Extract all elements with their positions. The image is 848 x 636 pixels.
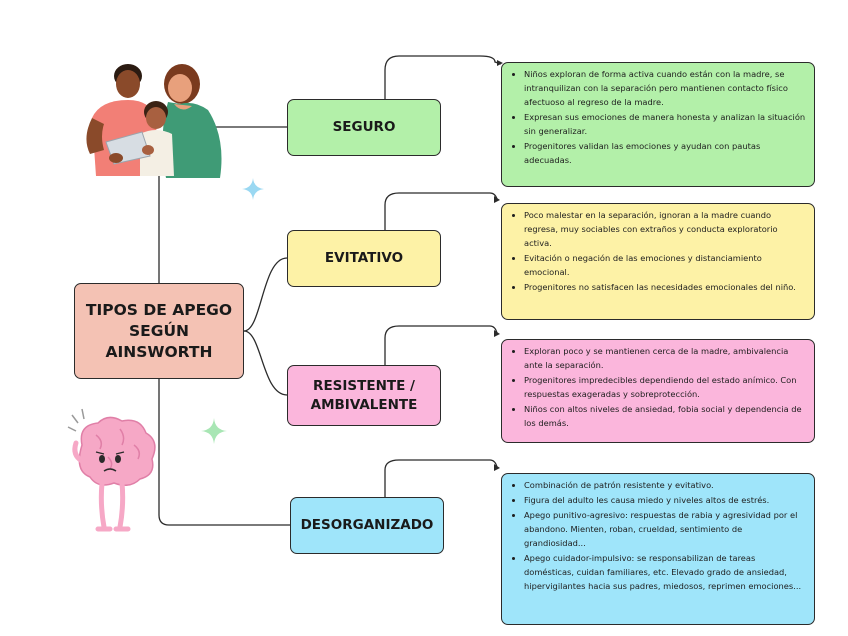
sparkle-icon-blue <box>242 178 264 200</box>
list-item: Apego cuidador-impulsivo: se responsabil… <box>524 551 806 593</box>
list-item: Figura del adulto les causa miedo y nive… <box>524 493 806 507</box>
arc-seguro <box>385 56 501 99</box>
category-label-evitativo: EVITATIVO <box>325 249 403 268</box>
list-item: Progenitores impredecibles dependiendo d… <box>524 373 806 401</box>
description-list-seguro: Niños exploran de forma activa cuando es… <box>510 67 806 167</box>
description-box-evitativo: Poco malestar en la separación, ignoran … <box>501 203 815 320</box>
main-topic-node: TIPOS DE APEGO SEGÚN AINSWORTH <box>74 283 244 379</box>
list-item: Niños exploran de forma activa cuando es… <box>524 67 806 109</box>
list-item: Exploran poco y se mantienen cerca de la… <box>524 344 806 372</box>
family-reading-illustration <box>70 58 230 188</box>
category-node-evitativo: EVITATIVO <box>287 230 441 287</box>
sad-brain-illustration <box>64 405 164 535</box>
list-item: Expresan sus emociones de manera honesta… <box>524 110 806 138</box>
category-label-desorganizado: DESORGANIZADO <box>301 516 434 535</box>
list-item: Evitación o negación de las emociones y … <box>524 251 806 279</box>
list-item: Apego punitivo-agresivo: respuestas de r… <box>524 508 806 550</box>
list-item: Combinación de patrón resistente y evita… <box>524 478 806 492</box>
list-item: Progenitores validan las emociones y ayu… <box>524 139 806 167</box>
description-box-desorganizado: Combinación de patrón resistente y evita… <box>501 473 815 625</box>
description-box-resistente: Exploran poco y se mantienen cerca de la… <box>501 339 815 443</box>
category-node-seguro: SEGURO <box>287 99 441 156</box>
main-topic-line2: SEGÚN <box>86 321 232 342</box>
category-label-resistente-line1: RESISTENTE / <box>311 377 418 396</box>
list-item: Progenitores no satisfacen las necesidad… <box>524 280 806 294</box>
category-label-resistente-line2: AMBIVALENTE <box>311 396 418 415</box>
main-topic-text: TIPOS DE APEGO SEGÚN AINSWORTH <box>86 300 232 363</box>
arc-evitativo <box>385 193 497 230</box>
description-list-resistente: Exploran poco y se mantienen cerca de la… <box>510 344 806 430</box>
list-item: Poco malestar en la separación, ignoran … <box>524 208 806 250</box>
category-node-resistente: RESISTENTE / AMBIVALENTE <box>287 365 441 426</box>
connector-evitativo <box>244 258 287 331</box>
connector-resistente <box>244 331 287 395</box>
connector-desorganizado <box>159 478 290 525</box>
arc-resistente <box>385 326 497 365</box>
description-box-seguro: Niños exploran de forma activa cuando es… <box>501 62 815 187</box>
category-label-seguro: SEGURO <box>333 118 396 137</box>
sparkle-icon-green <box>201 418 227 444</box>
main-topic-line3: AINSWORTH <box>86 342 232 363</box>
main-topic-line1: TIPOS DE APEGO <box>86 300 232 321</box>
arc-desorganizado <box>385 460 497 497</box>
list-item: Niños con altos niveles de ansiedad, fob… <box>524 402 806 430</box>
arrow-evitativo <box>494 196 500 203</box>
description-list-desorganizado: Combinación de patrón resistente y evita… <box>510 478 806 593</box>
description-list-evitativo: Poco malestar en la separación, ignoran … <box>510 208 806 294</box>
category-node-desorganizado: DESORGANIZADO <box>290 497 444 554</box>
